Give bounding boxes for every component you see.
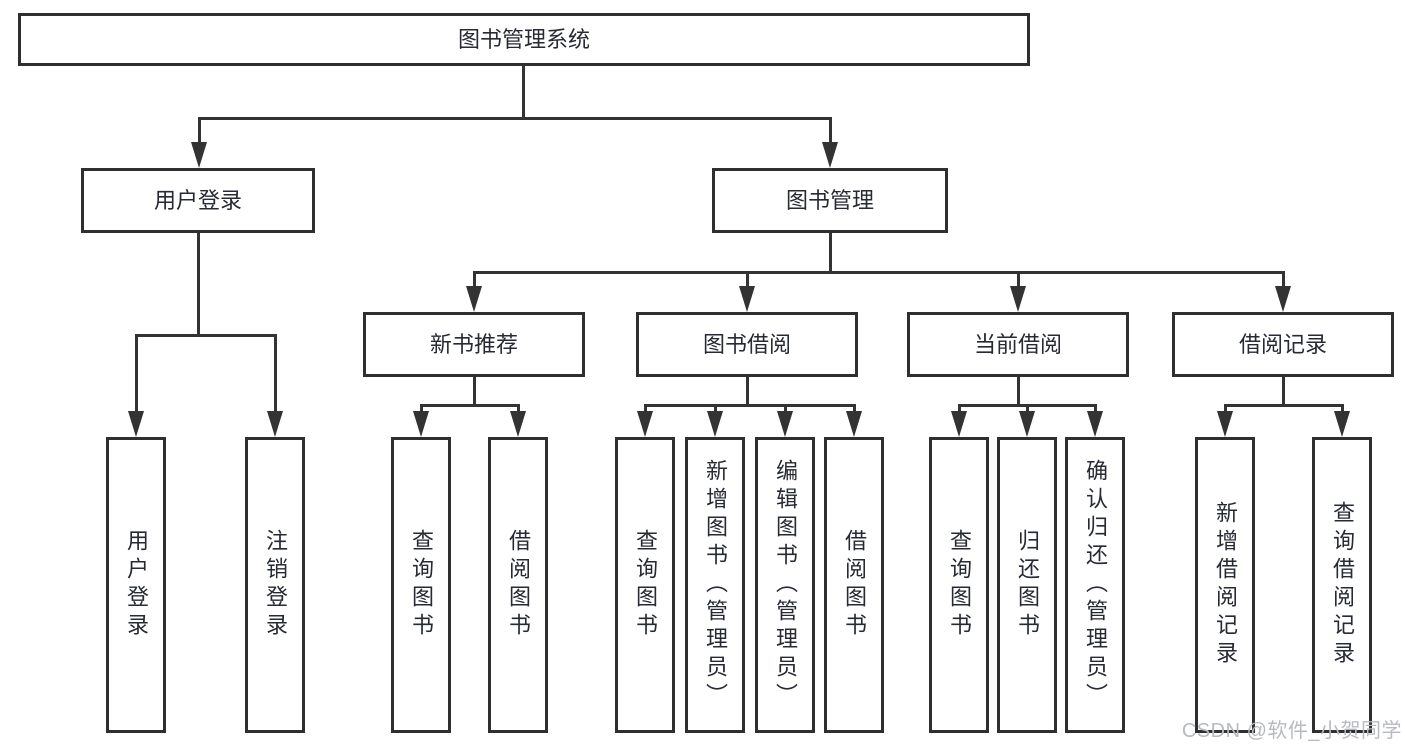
node-user-login-label: 用户登录 bbox=[153, 187, 242, 213]
csdn-watermark: CSDN @软件_小贺同学 bbox=[1181, 720, 1402, 742]
connector-line bbox=[134, 335, 138, 413]
node-leaf-borrow-books-1-label: 借阅图书 bbox=[506, 529, 531, 641]
node-current-borrowing: 当前借阅 bbox=[907, 312, 1129, 377]
arrow-down-icon bbox=[637, 411, 653, 437]
node-leaf-return-book-label: 归还图书 bbox=[1015, 529, 1040, 641]
node-leaf-query-books-2: 查询图书 bbox=[615, 437, 675, 733]
connector-line bbox=[957, 405, 961, 413]
node-library-system-label: 图书管理系统 bbox=[457, 26, 590, 52]
node-leaf-logout-label: 注销登录 bbox=[263, 529, 288, 641]
connector-line bbox=[1223, 403, 1344, 407]
node-leaf-edit-book-admin: 编辑图书（管理员） bbox=[755, 437, 815, 733]
node-leaf-query-books-1: 查询图书 bbox=[391, 437, 451, 733]
connector-line bbox=[1281, 272, 1285, 288]
node-leaf-borrow-books-2-label: 借阅图书 bbox=[842, 529, 867, 641]
node-leaf-confirm-return: 确认归还（管理员） bbox=[1065, 437, 1125, 733]
node-leaf-edit-book-admin-label: 编辑图书（管理员） bbox=[773, 459, 798, 711]
node-leaf-add-borrow-record-label: 新增借阅记录 bbox=[1213, 501, 1238, 669]
arrow-down-icon bbox=[1010, 286, 1026, 312]
connector-line bbox=[419, 405, 423, 413]
arrow-down-icon bbox=[707, 411, 723, 437]
node-leaf-user-login: 用户登录 bbox=[106, 437, 166, 733]
node-borrowing-records-label: 借阅记录 bbox=[1238, 331, 1327, 357]
connector-line bbox=[643, 405, 647, 413]
node-leaf-borrow-books-1: 借阅图书 bbox=[488, 437, 548, 733]
connector-line bbox=[1281, 377, 1285, 407]
connector-line bbox=[521, 66, 525, 120]
node-library-system: 图书管理系统 bbox=[18, 13, 1030, 66]
arrow-down-icon bbox=[1087, 411, 1103, 437]
arrow-down-icon bbox=[128, 411, 144, 437]
node-leaf-add-borrow-record: 新增借阅记录 bbox=[1195, 437, 1255, 733]
node-book-management: 图书管理 bbox=[712, 168, 948, 233]
connector-line bbox=[828, 118, 832, 144]
connector-line bbox=[197, 116, 832, 120]
node-borrowing-records: 借阅记录 bbox=[1172, 312, 1394, 377]
connector-line bbox=[1223, 405, 1227, 413]
node-leaf-borrow-books-2: 借阅图书 bbox=[824, 437, 884, 733]
node-current-borrowing-label: 当前借阅 bbox=[973, 331, 1062, 357]
arrow-down-icon bbox=[267, 411, 283, 437]
node-leaf-logout: 注销登录 bbox=[245, 437, 305, 733]
node-leaf-query-books-1-label: 查询图书 bbox=[409, 529, 434, 641]
connector-line bbox=[197, 118, 201, 144]
arrow-down-icon bbox=[466, 286, 482, 312]
connector-line bbox=[783, 405, 787, 413]
connector-line bbox=[713, 405, 717, 413]
connector-line bbox=[472, 272, 476, 288]
node-new-book-recommend: 新书推荐 bbox=[363, 312, 585, 377]
node-new-book-recommend-label: 新书推荐 bbox=[429, 331, 518, 357]
connector-line bbox=[1340, 405, 1344, 413]
connector-line bbox=[1016, 377, 1020, 407]
connector-line bbox=[745, 272, 749, 288]
node-leaf-confirm-return-label: 确认归还（管理员） bbox=[1083, 459, 1108, 711]
node-user-login: 用户登录 bbox=[81, 168, 315, 233]
connector-line bbox=[472, 377, 476, 407]
connector-line bbox=[643, 403, 856, 407]
node-book-management-label: 图书管理 bbox=[785, 187, 874, 213]
arrow-down-icon bbox=[777, 411, 793, 437]
node-leaf-add-book-admin: 新增图书（管理员） bbox=[685, 437, 745, 733]
connector-line bbox=[852, 405, 856, 413]
connector-line bbox=[273, 335, 277, 413]
arrow-down-icon bbox=[846, 411, 862, 437]
node-book-borrowing-label: 图书借阅 bbox=[702, 331, 791, 357]
node-leaf-query-borrow-record-label: 查询借阅记录 bbox=[1330, 501, 1355, 669]
connector-line bbox=[196, 232, 200, 337]
node-leaf-return-book: 归还图书 bbox=[997, 437, 1057, 733]
arrow-down-icon bbox=[1019, 411, 1035, 437]
node-leaf-add-book-admin-label: 新增图书（管理员） bbox=[703, 459, 728, 711]
node-leaf-query-books-3: 查询图书 bbox=[929, 437, 989, 733]
arrow-down-icon bbox=[822, 142, 838, 168]
connector-line bbox=[472, 270, 1285, 274]
arrow-down-icon bbox=[1334, 411, 1350, 437]
connector-line bbox=[1016, 272, 1020, 288]
node-leaf-query-borrow-record: 查询借阅记录 bbox=[1312, 437, 1372, 733]
connector-line bbox=[134, 333, 277, 337]
arrow-down-icon bbox=[1217, 411, 1233, 437]
connector-line bbox=[745, 377, 749, 407]
arrow-down-icon bbox=[739, 286, 755, 312]
node-leaf-query-books-2-label: 查询图书 bbox=[633, 529, 658, 641]
connector-line bbox=[419, 403, 520, 407]
connector-line bbox=[1025, 405, 1029, 413]
node-book-borrowing: 图书借阅 bbox=[636, 312, 858, 377]
connector-line bbox=[1093, 405, 1097, 413]
arrow-down-icon bbox=[413, 411, 429, 437]
arrow-down-icon bbox=[1275, 286, 1291, 312]
connector-line bbox=[828, 232, 832, 274]
node-leaf-query-books-3-label: 查询图书 bbox=[947, 529, 972, 641]
arrow-down-icon bbox=[951, 411, 967, 437]
node-leaf-user-login-label: 用户登录 bbox=[124, 529, 149, 641]
arrow-down-icon bbox=[510, 411, 526, 437]
connector-line bbox=[516, 405, 520, 413]
arrow-down-icon bbox=[191, 142, 207, 168]
